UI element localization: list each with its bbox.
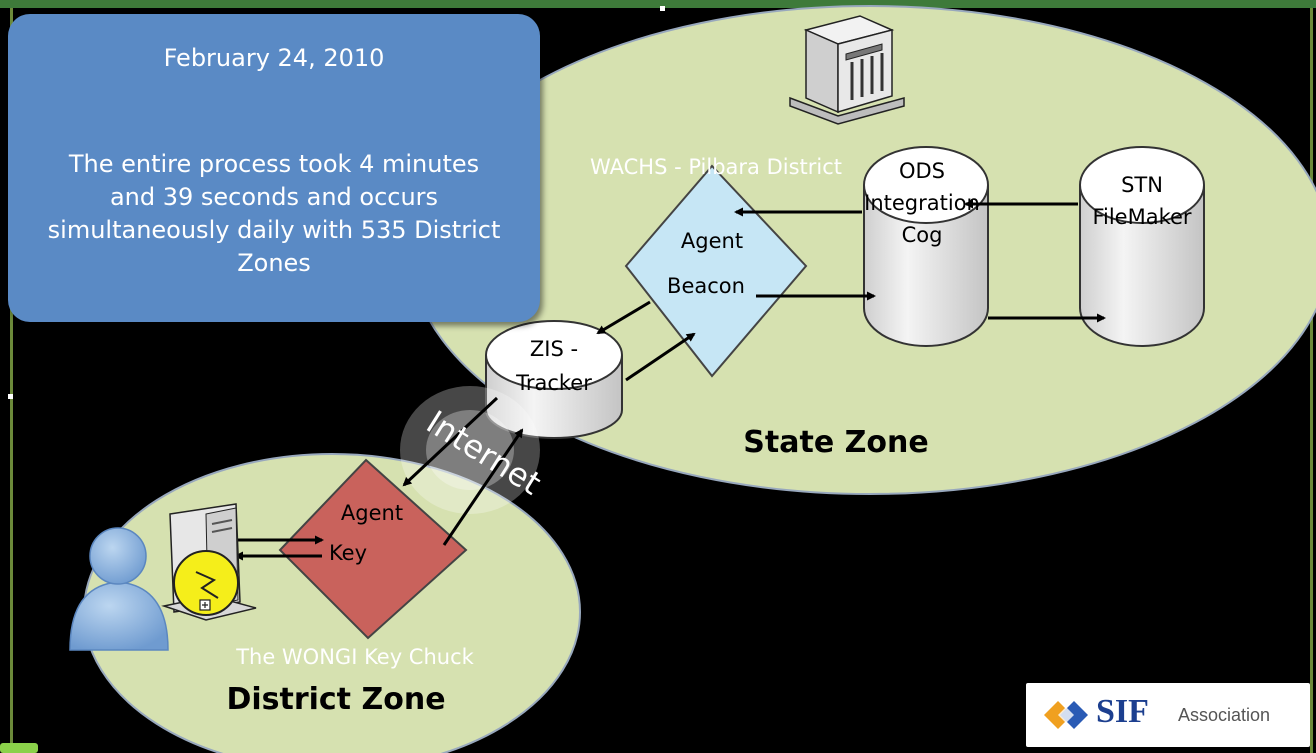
left-border xyxy=(10,8,13,753)
slide-edge-marker xyxy=(8,394,13,399)
stn-label-line1: STN xyxy=(1121,173,1163,197)
zis-tracker-label-line2: Tracker xyxy=(515,371,592,395)
computer-icon xyxy=(161,503,257,621)
internet-glow xyxy=(400,386,540,514)
right-border xyxy=(1310,8,1313,753)
flow-arrows xyxy=(234,199,1106,561)
top-strip xyxy=(0,0,1316,8)
ods-cylinder xyxy=(863,146,989,347)
callout-line: and 39 seconds and occurs xyxy=(109,183,439,211)
zis-tracker-label-line1: ZIS - xyxy=(530,337,578,361)
sif-association-logo: SIF Association xyxy=(1026,683,1310,747)
callout-body: The entire process took 4 minutes and 39… xyxy=(18,148,530,280)
stn-cylinder xyxy=(1079,146,1205,347)
state-zone-label: State Zone xyxy=(743,425,928,460)
slide-edge-marker xyxy=(660,6,665,11)
building-icon xyxy=(789,15,905,125)
user-icon xyxy=(69,527,169,651)
agent-beacon-label-line1: Agent xyxy=(681,229,743,253)
arrow-zis-to-key xyxy=(402,396,499,487)
agent-beacon-diamond xyxy=(624,164,808,378)
sif-logo-text: SIF xyxy=(1096,693,1149,730)
ods-label-line3: Cog xyxy=(902,223,943,247)
callout-date: February 24, 2010 xyxy=(163,44,385,72)
ods-label-line1: ODS xyxy=(899,159,945,183)
arrow-zis-to-beacon xyxy=(625,332,696,382)
state-site-label: WACHS - Pilbara District xyxy=(590,155,842,179)
ods-label-line2: Integration xyxy=(864,191,980,215)
agent-beacon-label-line2: Beacon xyxy=(667,274,745,298)
summary-callout: February 24, 2010 The entire process too… xyxy=(8,14,540,322)
corner-indicator xyxy=(0,743,38,753)
callout-line: simultaneously daily with 535 District xyxy=(47,216,501,244)
zis-tracker-cylinder xyxy=(485,320,623,439)
agent-key-label-line2: Key xyxy=(329,541,367,565)
district-zone-label: District Zone xyxy=(226,682,445,717)
arrow-key-to-zis xyxy=(442,428,524,546)
association-logo-text: Association xyxy=(1178,705,1271,725)
callout-line: Zones xyxy=(237,249,311,277)
agent-key-diamond xyxy=(278,458,468,640)
sif-logo-icon xyxy=(1044,701,1088,729)
arrow-beacon-to-zis xyxy=(596,300,651,335)
stn-label-line2: FileMaker xyxy=(1092,205,1191,229)
district-site-label: The WONGI Key Chuck xyxy=(235,645,474,669)
callout-line: The entire process took 4 minutes xyxy=(68,150,480,178)
agent-key-label-line1: Agent xyxy=(341,501,403,525)
